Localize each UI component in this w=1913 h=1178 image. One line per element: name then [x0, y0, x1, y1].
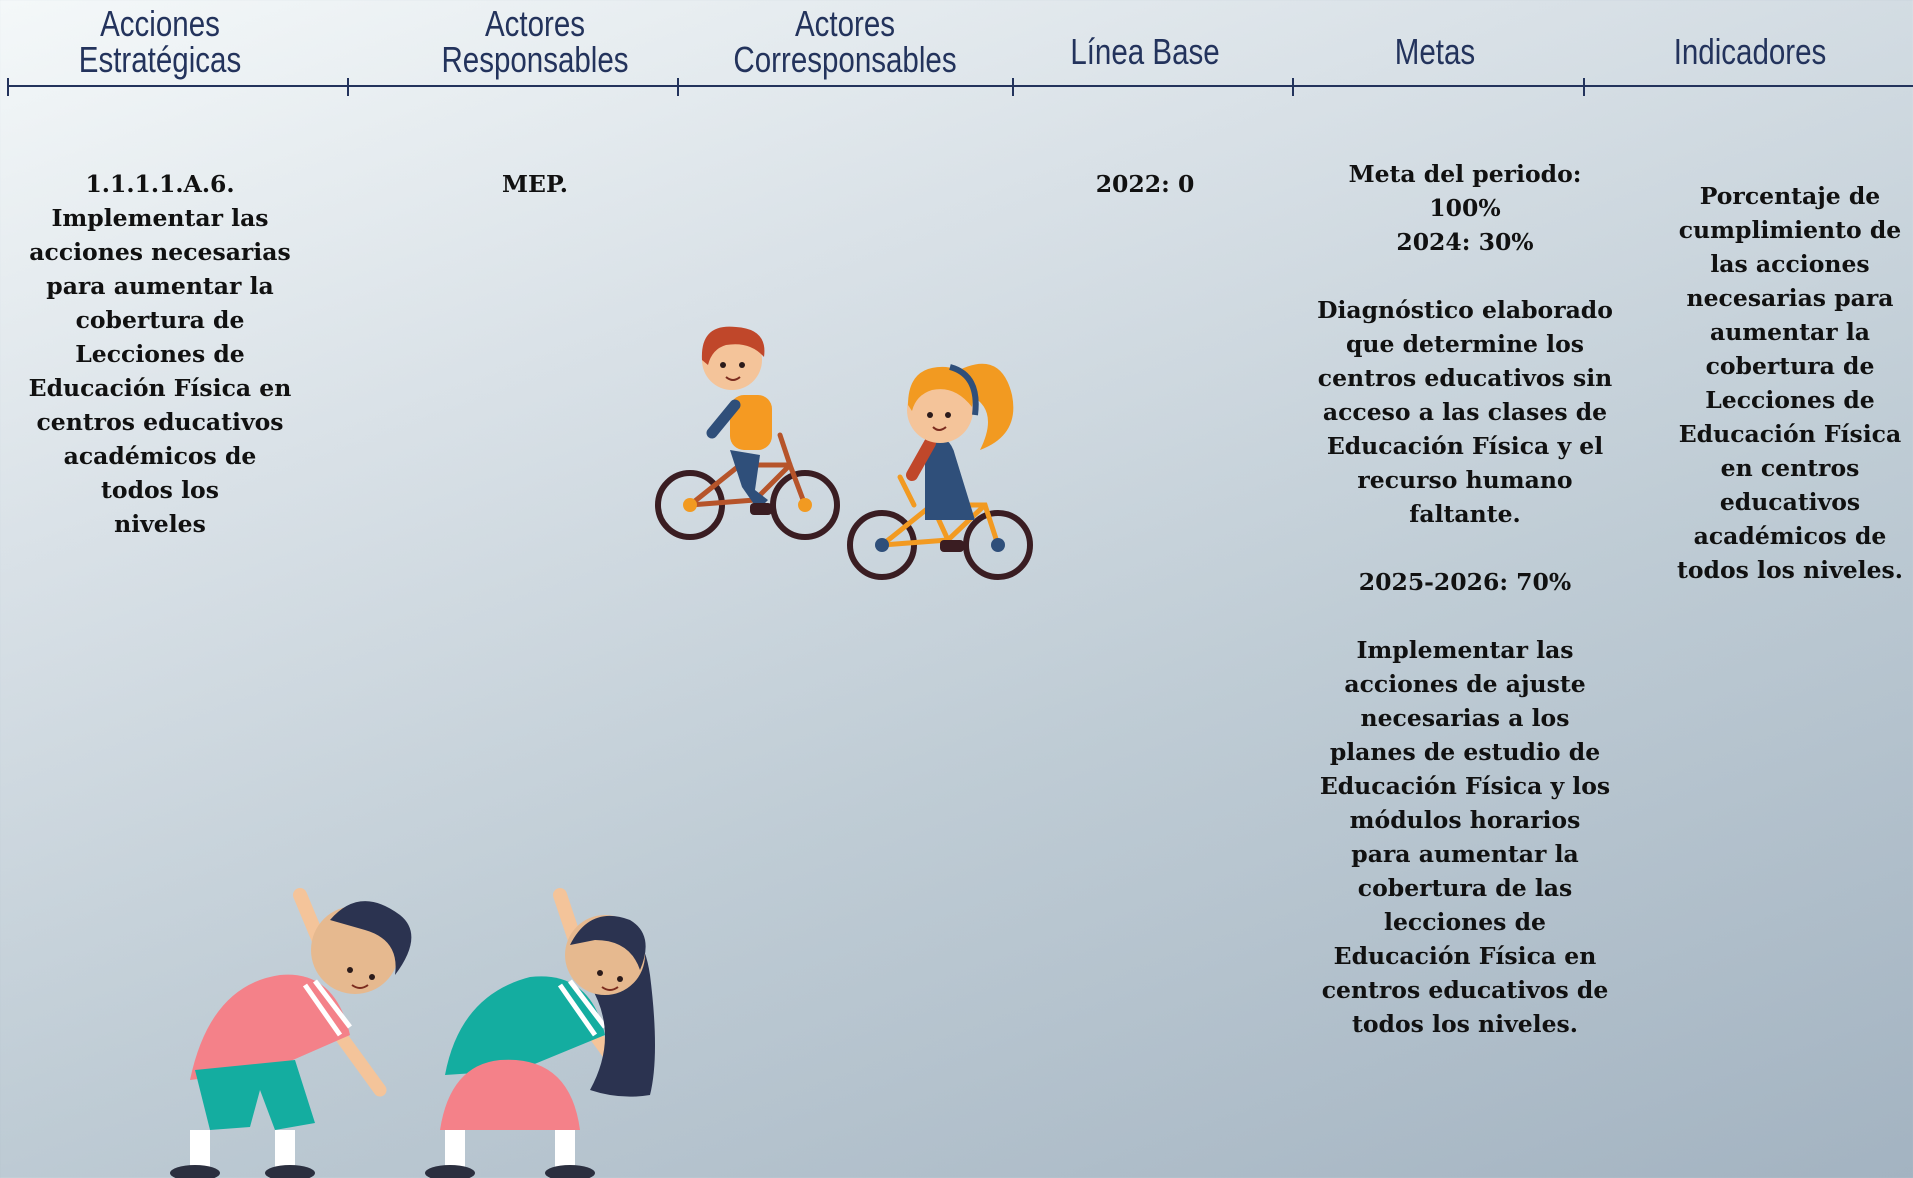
column-divider	[7, 78, 9, 96]
text-line: recurso humano	[1357, 466, 1573, 494]
text-line: Educación Física	[1678, 420, 1902, 448]
text-line: Meta del periodo:	[1348, 160, 1582, 188]
text-line	[1300, 259, 1630, 293]
header-line: Actores	[794, 3, 896, 44]
text-line: centros educativos	[36, 408, 284, 436]
text-line: Lecciones de	[1705, 386, 1875, 414]
text-line: cobertura de	[1705, 352, 1875, 380]
cell-actor-responsable: MEP.	[420, 167, 650, 201]
text-line: acciones de ajuste	[1344, 670, 1586, 698]
text-line: Diagnóstico elaborado	[1317, 296, 1613, 324]
text-line: acceso a las clases de	[1322, 398, 1608, 426]
text-line: módulos horarios	[1349, 806, 1581, 834]
cell-indicador: Porcentaje de cumplimiento de las accion…	[1660, 179, 1913, 587]
kids-stretching-illustration	[170, 888, 655, 1178]
text-line: para aumentar la	[1351, 840, 1579, 868]
text-line: Educación Física y los	[1319, 772, 1611, 800]
text-line: todos los niveles.	[1677, 556, 1903, 584]
header-line: Línea Base	[1070, 31, 1220, 72]
text-line: Implementar las	[51, 204, 269, 232]
header-indicadores: Indicadores	[1660, 34, 1840, 70]
header-line: Actores	[484, 3, 586, 44]
header-line: Corresponsables	[733, 39, 957, 80]
text-line: necesarias a los	[1360, 704, 1570, 732]
text-line: cobertura de	[75, 306, 245, 334]
text-line: 2024: 30%	[1396, 228, 1534, 256]
text-line: que determine los	[1345, 330, 1585, 358]
header-actores-corresponsables: Actores Corresponsables	[730, 6, 960, 78]
header-line: Estratégicas	[78, 39, 242, 80]
header-actores-responsables: Actores Responsables	[441, 6, 630, 78]
text-line: para aumentar la	[46, 272, 274, 300]
text-line: 2022: 0	[1095, 170, 1195, 198]
text-line: todos los	[101, 476, 219, 504]
text-line	[1300, 599, 1630, 633]
text-line: Implementar las	[1356, 636, 1574, 664]
cell-metas: Meta del periodo: 100% 2024: 30% Diagnós…	[1300, 157, 1630, 1041]
text-line: académicos de	[1693, 522, 1887, 550]
text-line: educativos	[1719, 488, 1861, 516]
text-line: Educación Física y el	[1326, 432, 1604, 460]
text-line: Porcentaje de	[1699, 182, 1881, 210]
cell-accion-estrategica: 1.1.1.1.A.6. Implementar las acciones ne…	[20, 167, 300, 541]
text-line: Lecciones de	[75, 340, 245, 368]
column-divider	[1292, 78, 1294, 96]
text-line: niveles	[114, 510, 206, 538]
kids-cycling-illustration	[655, 326, 1033, 580]
text-line: lecciones de	[1384, 908, 1546, 936]
text-line	[1300, 531, 1630, 565]
header-linea-base: Línea Base	[1059, 34, 1231, 70]
header-line: Acciones	[100, 3, 220, 44]
text-line: acciones necesarias	[29, 238, 291, 266]
text-line: 1.1.1.1.A.6.	[85, 170, 235, 198]
text-line: Educación Física en	[1333, 942, 1597, 970]
text-line: centros educativos sin	[1317, 364, 1613, 392]
column-divider	[347, 78, 349, 96]
text-line: las acciones	[1710, 250, 1870, 278]
text-line: planes de estudio de	[1329, 738, 1601, 766]
text-line: cumplimiento de	[1678, 216, 1902, 244]
text-line: aumentar la	[1709, 318, 1870, 346]
text-line: cobertura de las	[1357, 874, 1573, 902]
header-metas: Metas	[1353, 34, 1517, 70]
header-line: Indicadores	[1673, 31, 1827, 72]
text-line: centros educativos de	[1321, 976, 1609, 1004]
column-divider	[677, 78, 679, 96]
header-rule	[8, 85, 1913, 87]
cell-linea-base: 2022: 0	[1040, 167, 1250, 201]
column-divider	[1012, 78, 1014, 96]
text-line: necesarias para	[1686, 284, 1894, 312]
text-line: todos los niveles.	[1352, 1010, 1578, 1038]
header-line: Metas	[1394, 31, 1476, 72]
text-line: 100%	[1429, 194, 1501, 222]
text-line: Educación Física en	[28, 374, 292, 402]
header-line: Responsables	[441, 39, 629, 80]
header-acciones-estrategicas: Acciones Estratégicas	[78, 6, 242, 78]
text-line: académicos de	[63, 442, 257, 470]
text-line: faltante.	[1409, 500, 1521, 528]
text-line: en centros	[1720, 454, 1860, 482]
text-line: 2025-2026: 70%	[1358, 568, 1572, 596]
text-line: MEP.	[502, 170, 568, 198]
column-divider	[1583, 78, 1585, 96]
